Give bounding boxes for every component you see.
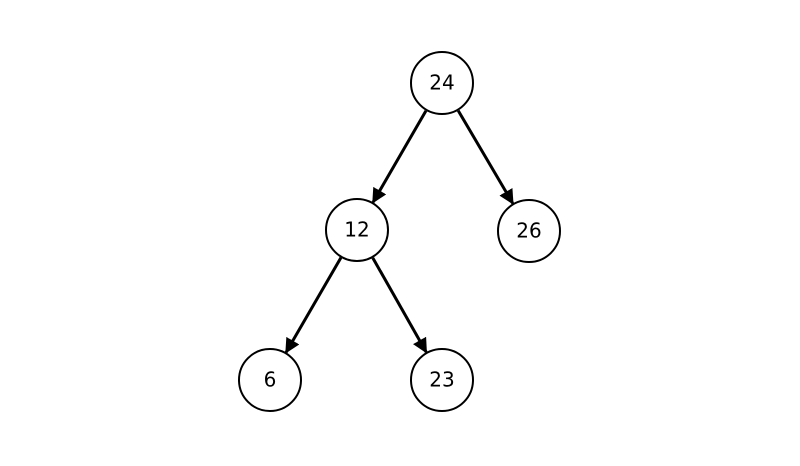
edges-layer	[284, 109, 515, 354]
tree-node-24: 24	[410, 51, 474, 115]
nodes-layer: 24 12 26 6 23	[238, 51, 561, 412]
node-circle	[410, 51, 474, 115]
node-circle	[497, 199, 561, 263]
node-circle	[410, 348, 474, 412]
node-label: 6	[264, 368, 277, 392]
tree-node-23: 23	[410, 348, 474, 412]
node-label: 26	[516, 219, 541, 243]
edge-arrow-24-to-26	[456, 109, 515, 205]
node-circle	[325, 198, 389, 262]
tree-node-26: 26	[497, 199, 561, 263]
node-label: 24	[429, 71, 454, 95]
tree-node-6: 6	[238, 348, 302, 412]
node-circle	[238, 348, 302, 412]
edge-arrow-12-to-6	[284, 256, 343, 354]
tree-node-12: 12	[325, 198, 389, 262]
node-label: 23	[429, 368, 454, 392]
edge-arrow-24-to-12	[371, 109, 428, 204]
node-label: 12	[344, 218, 369, 242]
edge-arrow-12-to-23	[371, 257, 428, 354]
